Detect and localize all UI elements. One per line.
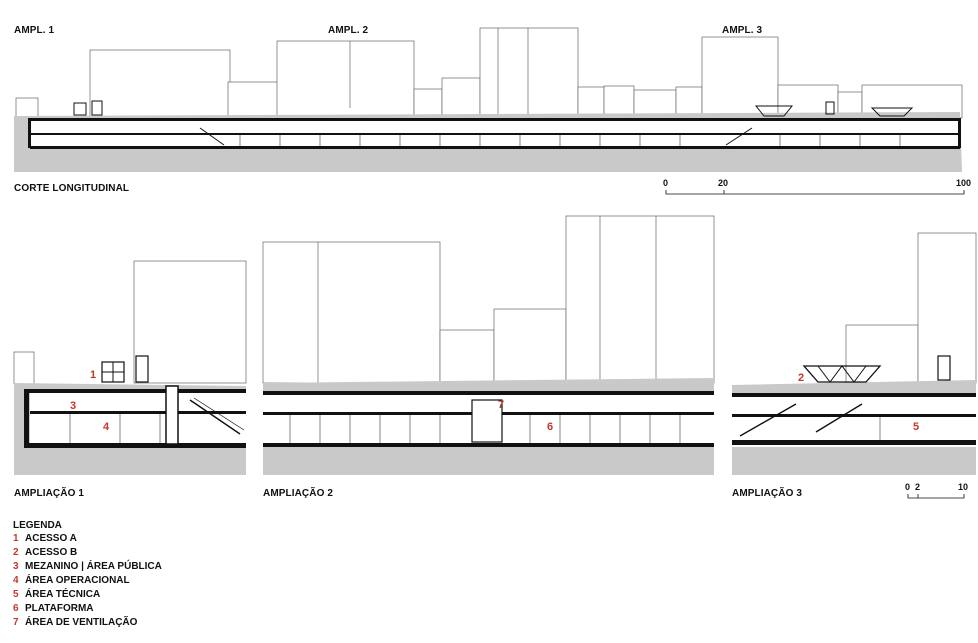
legend-item: 5 ÁREA TÉCNICA: [13, 589, 100, 600]
legend-text: ACESSO B: [25, 547, 78, 558]
longitudinal-access-structures: [73, 100, 914, 146]
scale-bar-longitudinal: [665, 190, 965, 195]
marker-5: 5: [913, 421, 919, 433]
legend-number: 2: [13, 547, 19, 558]
legend-text: ACESSO A: [25, 533, 77, 544]
legend-number: 6: [13, 603, 19, 614]
legend-item: 1 ACESSO A: [13, 533, 77, 544]
detail-title-2: AMPLIAÇÃO 2: [263, 488, 333, 499]
scale-detail-tick-10: 10: [958, 482, 969, 492]
legend-text: PLATAFORMA: [25, 603, 94, 614]
detail-title-1: AMPLIAÇÃO 1: [14, 488, 84, 499]
marker-7: 7: [498, 399, 504, 411]
label-ampl-3: AMPL. 3: [722, 25, 763, 36]
marker-2: 2: [798, 372, 804, 384]
detail-title-3: AMPLIAÇÃO 3: [732, 488, 802, 499]
legend-item: 2 ACESSO B: [13, 547, 77, 558]
detail-1-drawing: [13, 260, 247, 475]
detail-2-drawing: [262, 215, 715, 475]
legend-title: LEGENDA: [13, 520, 62, 531]
legend-text: ÁREA DE VENTILAÇÃO: [25, 617, 138, 628]
scale-detail-tick-0: 0: [905, 482, 911, 492]
marker-6: 6: [547, 421, 553, 433]
legend-number: 3: [13, 561, 19, 572]
label-ampl-2: AMPL. 2: [328, 25, 369, 36]
legend-text: ÁREA OPERACIONAL: [25, 575, 130, 586]
label-ampl-1: AMPL. 1: [14, 25, 55, 36]
longitudinal-ground: [14, 112, 962, 172]
legend-text: MEZANINO | ÁREA PÚBLICA: [25, 561, 162, 572]
legend-number: 5: [13, 589, 19, 600]
detail-3-drawing: [732, 232, 977, 475]
legend-item: 3 MEZANINO | ÁREA PÚBLICA: [13, 561, 162, 572]
longitudinal-columns: [239, 134, 901, 146]
scale-bar-detail: [907, 494, 965, 499]
marker-1: 1: [90, 369, 96, 381]
legend-text: ÁREA TÉCNICA: [25, 589, 101, 600]
section-title: CORTE LONGITUDINAL: [14, 183, 130, 194]
legend-item: 7 ÁREA DE VENTILAÇÃO: [13, 617, 137, 628]
marker-4: 4: [103, 421, 110, 433]
legend-number: 7: [13, 617, 19, 628]
legend-item: 4 ÁREA OPERACIONAL: [13, 575, 130, 586]
marker-3: 3: [70, 400, 76, 412]
detail-2-columns: [289, 415, 681, 443]
scale-long-tick-0: 0: [663, 178, 669, 188]
legend-item: 6 PLATAFORMA: [13, 603, 94, 614]
scale-long-tick-100: 100: [956, 178, 972, 188]
scale-long-tick-20: 20: [718, 178, 729, 188]
scale-detail-tick-2: 2: [915, 482, 921, 492]
legend-number: 1: [13, 533, 19, 544]
legend-number: 4: [13, 575, 19, 586]
longitudinal-buildings: [15, 27, 963, 119]
